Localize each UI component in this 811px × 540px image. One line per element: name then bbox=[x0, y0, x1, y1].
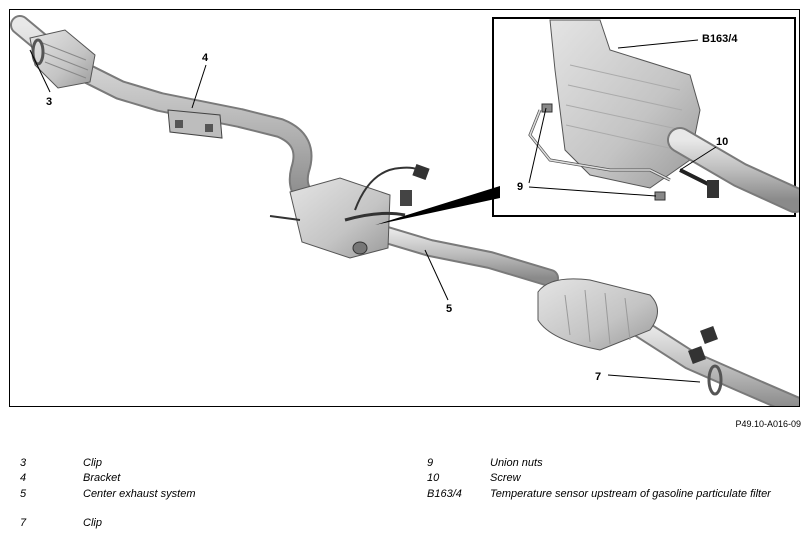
catalytic-converter bbox=[29, 29, 96, 89]
callout-10: 10 bbox=[716, 136, 728, 148]
legend-num: 7 bbox=[20, 517, 27, 529]
callout-4: 4 bbox=[202, 52, 209, 64]
legend-text: Screw bbox=[490, 472, 521, 484]
center-muffler bbox=[289, 177, 391, 259]
legend-text: Temperature sensor upstream of gasoline … bbox=[490, 488, 771, 500]
legend-num: 9 bbox=[427, 457, 434, 469]
legend-text: Clip bbox=[83, 517, 102, 529]
inset-detail bbox=[492, 17, 799, 217]
figure-code: P49.10-A016-09 bbox=[735, 419, 801, 429]
bracket bbox=[167, 109, 223, 139]
callout-9: 9 bbox=[517, 181, 523, 193]
legend-num: 4 bbox=[20, 472, 27, 484]
legend-text: Union nuts bbox=[490, 457, 543, 469]
clip-front bbox=[31, 38, 45, 66]
rear-muffler bbox=[537, 278, 658, 351]
rear-hangers bbox=[688, 326, 723, 396]
legend-num: 5 bbox=[20, 488, 27, 500]
inset-pointer bbox=[375, 186, 500, 225]
callout-5: 5 bbox=[446, 303, 452, 315]
callout-b163-4: B163/4 bbox=[702, 33, 738, 45]
legend-num: B163/4 bbox=[427, 488, 462, 500]
callout-7: 7 bbox=[595, 371, 601, 383]
legend-text: Clip bbox=[83, 457, 102, 469]
legend-text: Bracket bbox=[83, 472, 121, 484]
legend-text: Center exhaust system bbox=[83, 488, 196, 500]
diagram-frame: 3 4 5 7 9 10 B163/4 bbox=[9, 9, 800, 407]
leader-lines bbox=[29, 39, 717, 383]
sensor-wiring bbox=[269, 163, 430, 222]
legend-num: 3 bbox=[20, 457, 27, 469]
exhaust-diagram: 3 4 5 7 9 10 B163/4 bbox=[10, 15, 799, 406]
legend-num: 10 bbox=[427, 472, 440, 484]
callout-3: 3 bbox=[46, 96, 52, 108]
